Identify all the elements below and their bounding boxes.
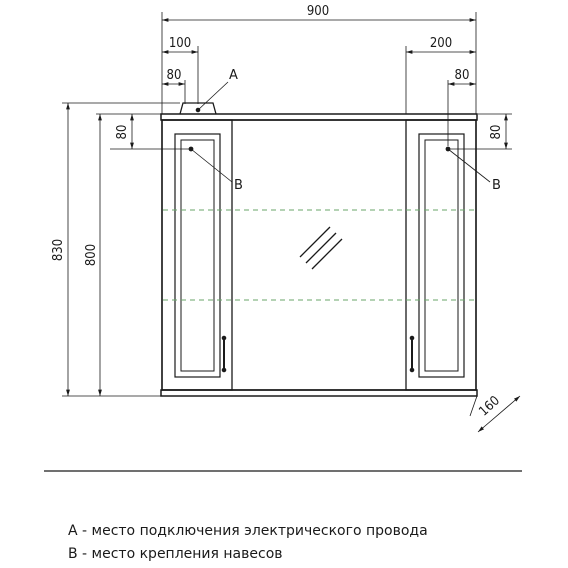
right-handle-icon [409,335,415,373]
carcass [161,119,477,391]
dim-80-vertical-left-label: 80 [115,125,130,140]
dim-830-label: 830 [51,239,66,261]
left-handle-icon [221,335,227,373]
dim-200-label: 200 [430,36,452,51]
left-door-panel-outer [174,133,221,378]
right-door [405,119,477,391]
legend-row-b: B - место крепления навесов [68,546,283,562]
dim-line-160 [477,395,521,433]
left-door [161,119,233,391]
dim-80-left-label: 80 [167,68,182,83]
left-door-panel-inner [180,139,215,372]
callout-leaders [190,81,491,183]
right-door-panel-inner [424,139,459,372]
leader-b-right [447,148,491,183]
legend-a-key: A [68,523,78,539]
dimension-lines [62,12,521,433]
leader-a [197,81,229,111]
dim-900-label: 900 [307,4,329,19]
callout-a-label: A [229,68,238,83]
left-door-frame [161,119,233,391]
right-door-frame [405,119,477,391]
shelves [163,209,475,301]
plinth [160,389,478,397]
legend-b-key: B [68,546,78,562]
legend-row-a: A - место подключения электрического про… [68,523,428,539]
dim-100-label: 100 [169,36,191,51]
callout-b-right-label: B [492,178,501,193]
dim-800-label: 800 [84,244,99,266]
callout-b-left-label: B [234,178,243,193]
dim-160-label: 160 [476,393,503,419]
cornice [160,113,478,121]
dim-80-right-label: 80 [455,68,470,83]
legend-a-desc: - место подключения электрического прово… [77,523,428,539]
dim-80-vertical-right-label: 80 [489,125,504,140]
right-door-panel-outer [418,133,465,378]
mirror-glare-icon [299,226,343,270]
legend-b-desc: - место крепления навесов [77,546,283,562]
leader-b-left [190,148,233,183]
